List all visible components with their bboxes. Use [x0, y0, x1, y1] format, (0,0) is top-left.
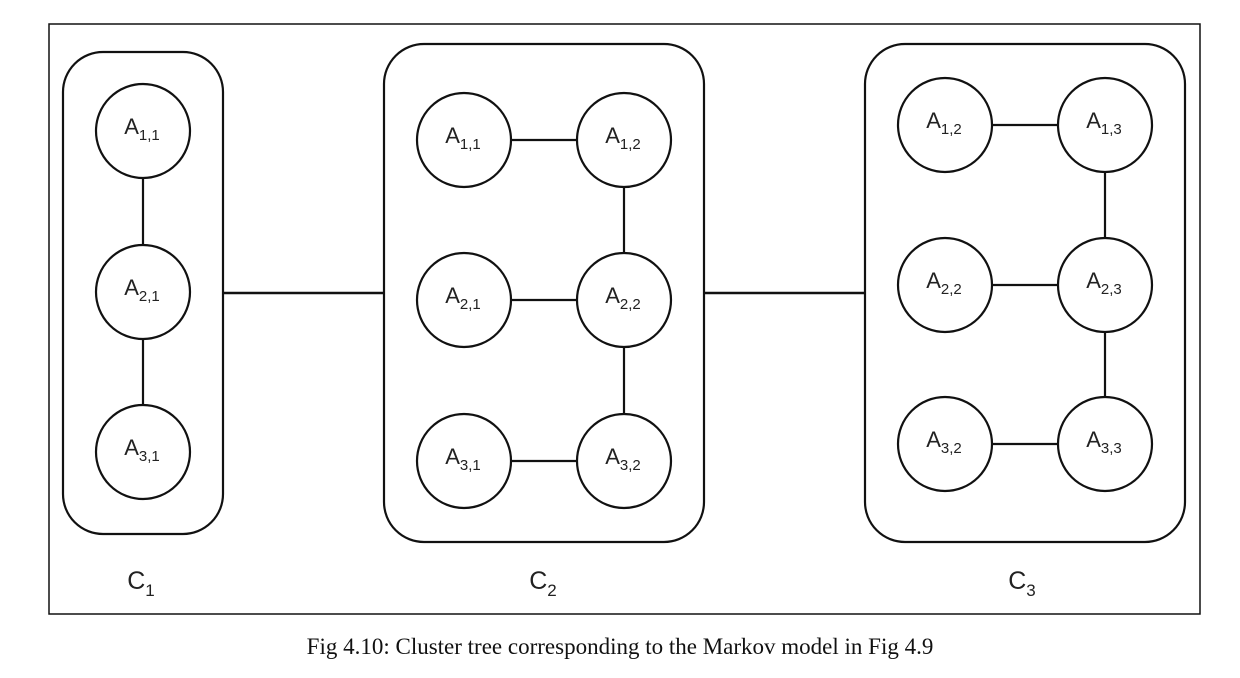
node-c2-a11: A1,1: [415, 91, 513, 189]
node-label: A3,2: [605, 444, 641, 474]
node-label: A1,1: [124, 114, 160, 144]
cluster-box-c1: [61, 50, 225, 536]
node-c1-a11: A1,1: [94, 82, 192, 180]
node-label: A2,2: [605, 283, 641, 313]
node-label: A1,1: [445, 123, 481, 153]
node-c3-a12: A1,2: [896, 76, 994, 174]
node-c3-a23: A2,3: [1056, 236, 1154, 334]
node-circle: [1056, 236, 1154, 334]
node-circle: [1056, 395, 1154, 493]
node-circle: [896, 76, 994, 174]
node-c1-a31: A3,1: [94, 403, 192, 501]
nodes-layer: A1,1A2,1A3,1 A1,1 A1,2A2,1 A2,2A3,1 A3,2 A1,2…: [94, 76, 1154, 510]
node-circle: [415, 412, 513, 510]
node-c2-a12: A1,2: [575, 91, 673, 189]
node-circle: [415, 91, 513, 189]
node-circle: [94, 243, 192, 341]
node-label: A1,2: [926, 108, 962, 138]
node-c2-a22: A2,2: [575, 251, 673, 349]
cluster-label-c1: C1: [127, 567, 155, 600]
node-circle: [896, 236, 994, 334]
node-label: A3,3: [1086, 427, 1122, 457]
figure-caption: Fig 4.10: Cluster tree corresponding to …: [306, 634, 934, 659]
cluster-label-c3: C3: [1008, 567, 1036, 600]
cluster-box-c2: [382, 42, 706, 544]
node-label: A1,3: [1086, 108, 1122, 138]
node-circle: [94, 403, 192, 501]
node-c3-a33: A3,3: [1056, 395, 1154, 493]
node-circle: [1056, 76, 1154, 174]
node-circle: [415, 251, 513, 349]
node-circle: [575, 412, 673, 510]
node-c2-a21: A2,1: [415, 251, 513, 349]
node-label: A2,3: [1086, 268, 1122, 298]
node-label: A3,1: [124, 435, 160, 465]
node-circle: [94, 82, 192, 180]
node-c3-a32: A3,2: [896, 395, 994, 493]
node-label: A1,2: [605, 123, 641, 153]
node-c2-a31: A3,1: [415, 412, 513, 510]
node-c3-a13: A1,3: [1056, 76, 1154, 174]
node-c3-a22: A2,2: [896, 236, 994, 334]
cluster-tree-diagram: A1,1A2,1A3,1 A1,1 A1,2A2,1 A2,2A3,1 A3,2 A1,2…: [48, 23, 1201, 615]
node-c2-a32: A3,2: [575, 412, 673, 510]
node-circle: [575, 91, 673, 189]
cluster-label-c2: C2: [529, 567, 557, 600]
node-circle: [575, 251, 673, 349]
figure-frame: [48, 23, 1201, 615]
node-circle: [896, 395, 994, 493]
node-label: A3,1: [445, 444, 481, 474]
node-c1-a21: A2,1: [94, 243, 192, 341]
node-label: A2,1: [124, 275, 160, 305]
node-label: A2,2: [926, 268, 962, 298]
cluster-box-c3: [863, 42, 1187, 544]
node-label: A3,2: [926, 427, 962, 457]
node-label: A2,1: [445, 283, 481, 313]
